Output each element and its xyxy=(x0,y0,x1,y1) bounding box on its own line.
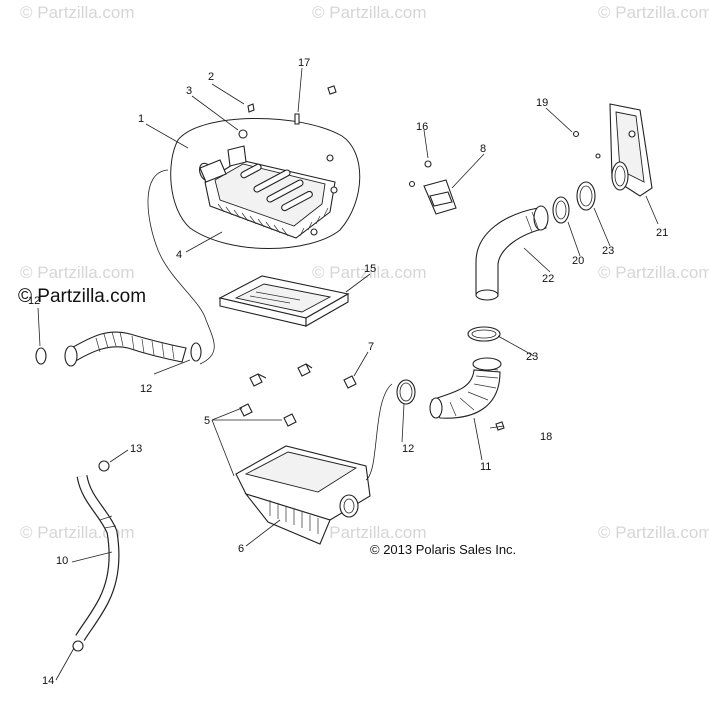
screw-18-icon xyxy=(495,421,505,431)
callout-label: 12 xyxy=(28,295,40,307)
watermark-text: © Partzilla.com xyxy=(20,3,135,22)
watermark-prominent: © Partzilla.com xyxy=(18,286,146,307)
clamp-12 xyxy=(396,379,416,405)
intake-hose xyxy=(35,169,215,367)
clamp-icon xyxy=(190,342,202,362)
callout-label: 7 xyxy=(368,341,374,353)
callout-label: 4 xyxy=(176,249,182,261)
callout-label: 2 xyxy=(208,71,214,83)
bolt-icon xyxy=(330,186,338,194)
bracket xyxy=(408,160,457,215)
clamp-14-icon xyxy=(72,640,84,652)
callout-labels: 1 2 3 4 5 6 7 8 10 11 12 12 12 13 14 15 … xyxy=(28,57,668,687)
watermark-layer: © Partzilla.com © Partzilla.com © Partzi… xyxy=(20,3,709,542)
clamp-23-lower xyxy=(467,326,501,342)
callout-label: 8 xyxy=(480,143,486,155)
screw-17-icon xyxy=(294,113,300,125)
callout-label: 12 xyxy=(140,383,152,395)
nut-icon xyxy=(238,129,248,139)
cover-ribs xyxy=(240,163,313,212)
callout-label: 6 xyxy=(238,543,244,555)
clamp-13-icon xyxy=(98,460,110,472)
bolt-icon xyxy=(326,154,334,162)
clamp-icon xyxy=(35,347,47,365)
callout-label: 22 xyxy=(542,273,554,285)
watermark-text: © Partzilla.com xyxy=(312,523,427,542)
breather-hose xyxy=(72,460,120,652)
watermark-text: © Partzilla.com xyxy=(312,263,427,282)
watermark-text: © Partzilla.com xyxy=(598,263,709,282)
callout-label: 18 xyxy=(540,431,552,443)
callout-label: 11 xyxy=(480,461,491,473)
callout-label: 20 xyxy=(572,255,584,267)
callout-label: 21 xyxy=(656,227,668,239)
callout-label: 17 xyxy=(298,57,310,69)
bolt-icon xyxy=(310,228,318,236)
callout-label: 5 xyxy=(204,415,210,427)
callout-label: 1 xyxy=(138,113,144,125)
intake-duct xyxy=(572,103,653,197)
intake-tube xyxy=(475,205,549,301)
callout-label: 16 xyxy=(416,121,428,133)
callout-label: 15 xyxy=(364,263,376,275)
copyright-text: © 2013 Polaris Sales Inc. xyxy=(370,542,516,557)
screw-icon xyxy=(595,153,601,159)
callout-label: 13 xyxy=(130,443,142,455)
airbox-cover-assembly xyxy=(170,85,361,249)
callout-label: 3 xyxy=(186,85,192,97)
screw-16-icon xyxy=(424,160,432,168)
callout-label: 14 xyxy=(42,675,54,687)
screw-icon xyxy=(408,180,416,188)
screw-19-icon xyxy=(572,130,580,138)
airbox-base xyxy=(235,383,393,545)
callout-label: 12 xyxy=(402,443,414,455)
air-filter xyxy=(218,275,350,327)
watermark-text: © Partzilla.com xyxy=(598,3,709,22)
cover-fins xyxy=(217,203,329,237)
watermark-text: © Partzilla.com xyxy=(312,3,427,22)
callout-label: 19 xyxy=(536,97,548,109)
screw-icon xyxy=(327,85,337,95)
elbow-hose xyxy=(429,357,505,431)
callout-label: 10 xyxy=(56,555,68,567)
rings xyxy=(552,181,596,224)
callout-label: 23 xyxy=(602,245,614,257)
clips xyxy=(239,363,357,427)
screw-icon xyxy=(247,103,255,113)
watermark-text: © Partzilla.com xyxy=(20,263,135,282)
callout-label: 23 xyxy=(526,351,538,363)
watermark-text: © Partzilla.com xyxy=(598,523,709,542)
leader-lines xyxy=(37,67,659,681)
